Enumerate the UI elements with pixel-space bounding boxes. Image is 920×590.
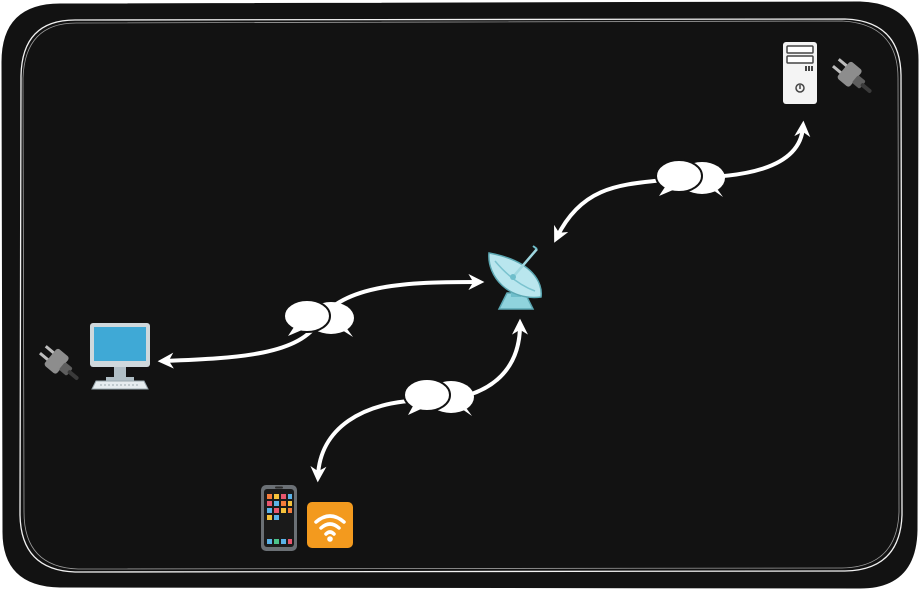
speech-bubbles-icon — [655, 159, 725, 197]
satellite-dish-icon — [488, 245, 542, 310]
speech-bubbles-icon — [283, 299, 354, 337]
plug-icon — [38, 345, 79, 380]
plug-icon — [831, 58, 872, 93]
desktop-computer-icon — [90, 323, 150, 390]
wifi-icon — [307, 502, 353, 548]
mobile-phone-icon — [261, 485, 297, 551]
server-icon — [783, 42, 817, 104]
diagram-inner-border — [19, 18, 903, 573]
speech-bubbles-icon — [403, 378, 474, 416]
diagram-inner-border-sketch — [22, 20, 900, 570]
